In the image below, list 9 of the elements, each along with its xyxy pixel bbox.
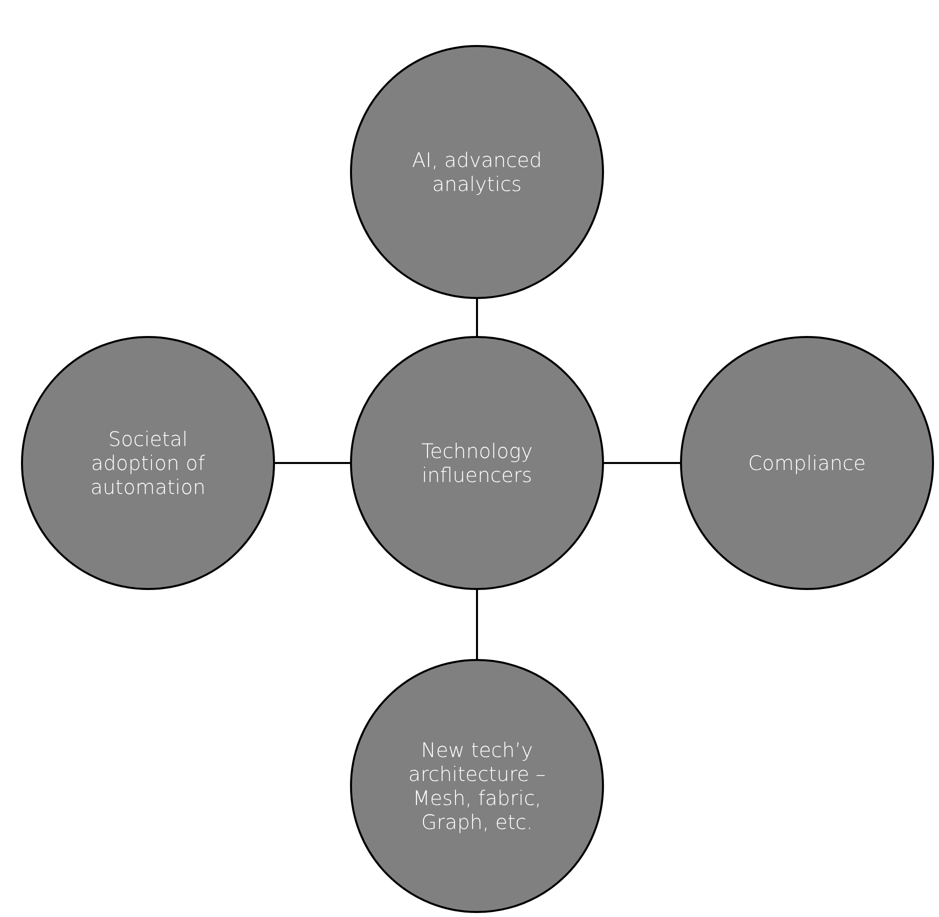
circle-label: Compliance xyxy=(748,451,866,475)
circle-label: AI, advanced analytics xyxy=(410,148,543,196)
connector-line xyxy=(275,462,350,464)
connector-line xyxy=(476,590,478,659)
circle-label: New tech’y architecture – Mesh, fabric, Graph, etc. xyxy=(407,738,547,834)
connector-line xyxy=(604,462,680,464)
circle-label: Societal adoption of automation xyxy=(89,427,207,499)
circle-label: Technology influencers xyxy=(420,439,534,487)
connector-line xyxy=(476,299,478,336)
